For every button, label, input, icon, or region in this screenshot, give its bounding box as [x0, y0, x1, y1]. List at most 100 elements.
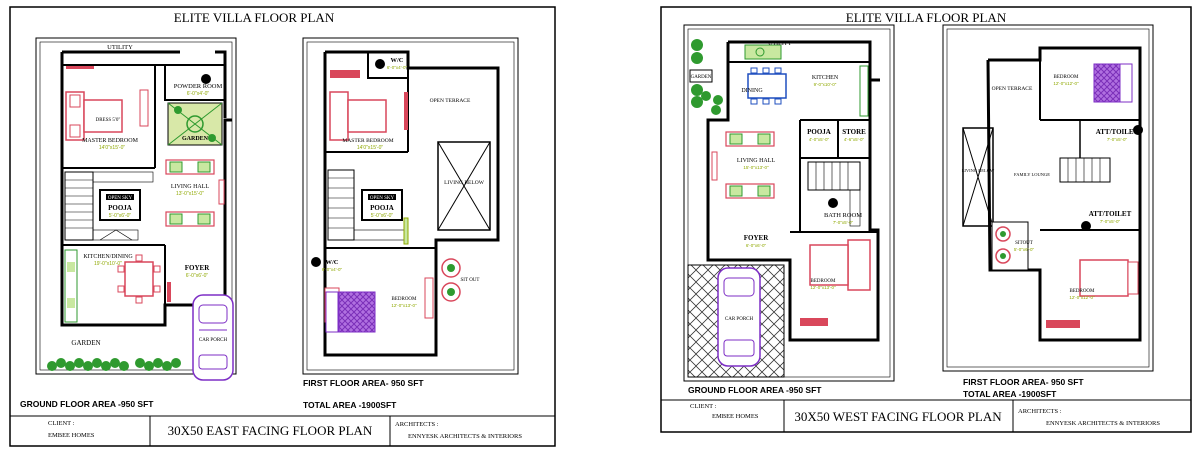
hedge-plants — [691, 39, 723, 115]
living-below-void — [962, 127, 994, 227]
room-label-living-hall: LIVING HALL — [171, 184, 209, 190]
staircase — [807, 161, 861, 227]
toilet-icon — [1081, 221, 1091, 231]
room-label-living-hall: LIVING HALL — [737, 158, 775, 164]
room-label-sitout: SIT OUT — [461, 278, 480, 283]
svg-text:6'-0"x6'-0": 6'-0"x6'-0" — [746, 243, 767, 248]
room-label-open-terrace: OPEN TERRACE — [430, 98, 471, 104]
svg-text:6'-0"x6'-0": 6'-0"x6'-0" — [186, 273, 209, 279]
svg-text:5'-0"x6'-0": 5'-0"x6'-0" — [1014, 247, 1035, 252]
room-label-pooja: POOJA — [807, 128, 831, 136]
sheet-title: ELITE VILLA FLOOR PLAN — [846, 10, 1007, 25]
svg-text:OPEN SKY: OPEN SKY — [370, 196, 395, 201]
sheet-title: ELITE VILLA FLOOR PLAN — [174, 10, 335, 25]
svg-text:7'-0"x5'-0": 7'-0"x5'-0" — [833, 220, 854, 225]
staircase — [327, 169, 405, 241]
ground-floor-area-label: GROUND FLOOR AREA -950 SFT — [20, 399, 154, 409]
svg-text:6'-0"x4'-0": 6'-0"x4'-0" — [187, 91, 210, 97]
svg-text:9'-0"x10'-0": 9'-0"x10'-0" — [814, 82, 837, 87]
living-below-void — [437, 141, 491, 231]
client-name: EMBEE HOMES — [712, 413, 759, 420]
room-label-garden-inner: GARDEN — [182, 136, 209, 142]
dining-table-icon — [747, 67, 787, 105]
ground-floor-east: POWDER ROOM 6'-0"x4'-0" GARDEN UTILITY D… — [20, 37, 237, 409]
room-label-master-bedroom: MASTER BEDROOM — [82, 138, 139, 144]
svg-text:14'0"x15'-0": 14'0"x15'-0" — [357, 145, 384, 151]
ground-floor-area-label: GROUND FLOOR AREA -950 SFT — [688, 385, 822, 395]
room-label-bath-room: BATH ROOM — [824, 212, 862, 219]
architects-label: ARCHITECTS : — [1018, 408, 1062, 415]
toilet-icon — [201, 74, 211, 84]
bed-icon — [1079, 259, 1129, 297]
west-facing-sheet: ELITE VILLA FLOOR PLAN GARDEN — [660, 6, 1192, 433]
ground-floor-west: GARDEN UTILITY DINING KITCHE — [683, 24, 895, 395]
svg-text:W/C: W/C — [391, 57, 404, 64]
room-label-utility: UTILITY — [107, 44, 133, 51]
plot-boundary — [35, 37, 237, 375]
svg-text:14'0"x15'-0": 14'0"x15'-0" — [99, 145, 126, 151]
toilet-icon — [375, 59, 385, 69]
room-label-att-toilet-mid: ATT/TOILET — [1089, 210, 1132, 218]
room-label-foyer: FOYER — [744, 234, 769, 242]
bed-icon — [329, 91, 349, 141]
staircase — [64, 171, 154, 241]
svg-text:5'-0"x6'-0": 5'-0"x6'-0" — [371, 213, 394, 219]
room-label-pooja: POOJA — [108, 204, 132, 212]
svg-text:OPEN SKY: OPEN SKY — [108, 196, 133, 201]
svg-text:12'-0"x12'-0": 12'-0"x12'-0" — [1069, 295, 1095, 300]
room-label-bedroom-top: BEDROOM — [1053, 75, 1079, 80]
room-label-kitchen-dining: KITCHEN/DINING — [83, 254, 133, 260]
room-label-master-bedroom-first: MASTER BEDROOM — [342, 138, 393, 144]
toilet-icon — [1133, 125, 1143, 135]
first-floor-east: W/C 6'-0"x4'-0" OPEN TERRACE MASTER BEDR… — [302, 37, 519, 410]
car-icon — [192, 294, 234, 381]
room-label-foyer: FOYER — [185, 264, 210, 272]
client-label: CLIENT : — [48, 420, 75, 427]
dining-table-icon — [117, 254, 161, 304]
car-icon — [717, 267, 761, 367]
svg-text:LIVING BELOW: LIVING BELOW — [962, 168, 995, 173]
svg-text:4'-6"x5'-0": 4'-6"x5'-0" — [844, 137, 865, 142]
svg-text:19'-0"x10'-0": 19'-0"x10'-0" — [94, 261, 122, 267]
svg-text:6'-0"x4'-0": 6'-0"x4'-0" — [322, 267, 343, 272]
toilet-icon — [828, 198, 838, 208]
svg-text:6'-0"x4'-0": 6'-0"x4'-0" — [387, 65, 408, 70]
room-label-dining: DINING — [741, 88, 763, 94]
total-area-label: TOTAL AREA -1900SFT — [963, 389, 1057, 399]
room-label-pooja-first: POOJA — [370, 204, 394, 212]
total-area-label: TOTAL AREA -1900SFT — [303, 400, 397, 410]
hedge-plants — [47, 358, 181, 371]
architects-name: ENNYESK ARCHITECTS & INTERIORS — [408, 433, 522, 440]
client-name: EMBEE HOMES — [48, 432, 95, 439]
sitout-chairs-icon — [995, 226, 1011, 264]
room-label-open-terrace: OPEN TERRACE — [992, 86, 1033, 92]
sheet-border — [660, 6, 1192, 433]
architects-label: ARCHITECTS : — [395, 421, 439, 428]
bed-icon — [847, 239, 871, 291]
svg-text:7'-0"x5'-0": 7'-0"x5'-0" — [1100, 219, 1121, 224]
svg-text:15'-0"x13'-0": 15'-0"x13'-0" — [743, 165, 769, 170]
svg-text:12'-0"x13'-0": 12'-0"x13'-0" — [391, 303, 417, 308]
svg-text:DRESS 5'0": DRESS 5'0" — [96, 118, 121, 123]
svg-text:4'-0"x5'-0": 4'-0"x5'-0" — [809, 137, 830, 142]
room-label-utility: UTILITY — [768, 41, 792, 47]
room-label-att-toilet-top: ATT/TOILET — [1096, 128, 1139, 136]
svg-text:12'-0"x12'-0": 12'-0"x12'-0" — [1053, 81, 1079, 86]
room-label-family-lounge: FAMILY LOUNGE — [1014, 172, 1050, 177]
east-facing-sheet: ELITE VILLA FLOOR PLAN POWDER ROOM 6'-0"… — [9, 6, 556, 447]
plan-title: 30X50 EAST FACING FLOOR PLAN — [168, 423, 373, 438]
room-label-store: STORE — [842, 128, 866, 136]
svg-text:5'-0"x6'-0": 5'-0"x6'-0" — [109, 213, 132, 219]
bed-icon — [338, 291, 376, 333]
room-label-kitchen: KITCHEN — [812, 75, 839, 81]
room-label-bedroom: BEDROOM — [810, 279, 836, 284]
staircase — [1059, 157, 1111, 183]
svg-text:LIVING BELOW: LIVING BELOW — [444, 180, 485, 186]
first-floor-area-label: FIRST FLOOR AREA- 950 SFT — [963, 377, 1084, 387]
room-label-garden: GARDEN — [691, 75, 712, 80]
svg-text:W/C: W/C — [326, 259, 339, 266]
room-label-bedroom-first: BEDROOM — [391, 297, 417, 302]
svg-text:12'-0"x13'-0": 12'-0"x13'-0" — [810, 285, 836, 290]
room-label-sitout: SITOUT — [1015, 241, 1033, 246]
